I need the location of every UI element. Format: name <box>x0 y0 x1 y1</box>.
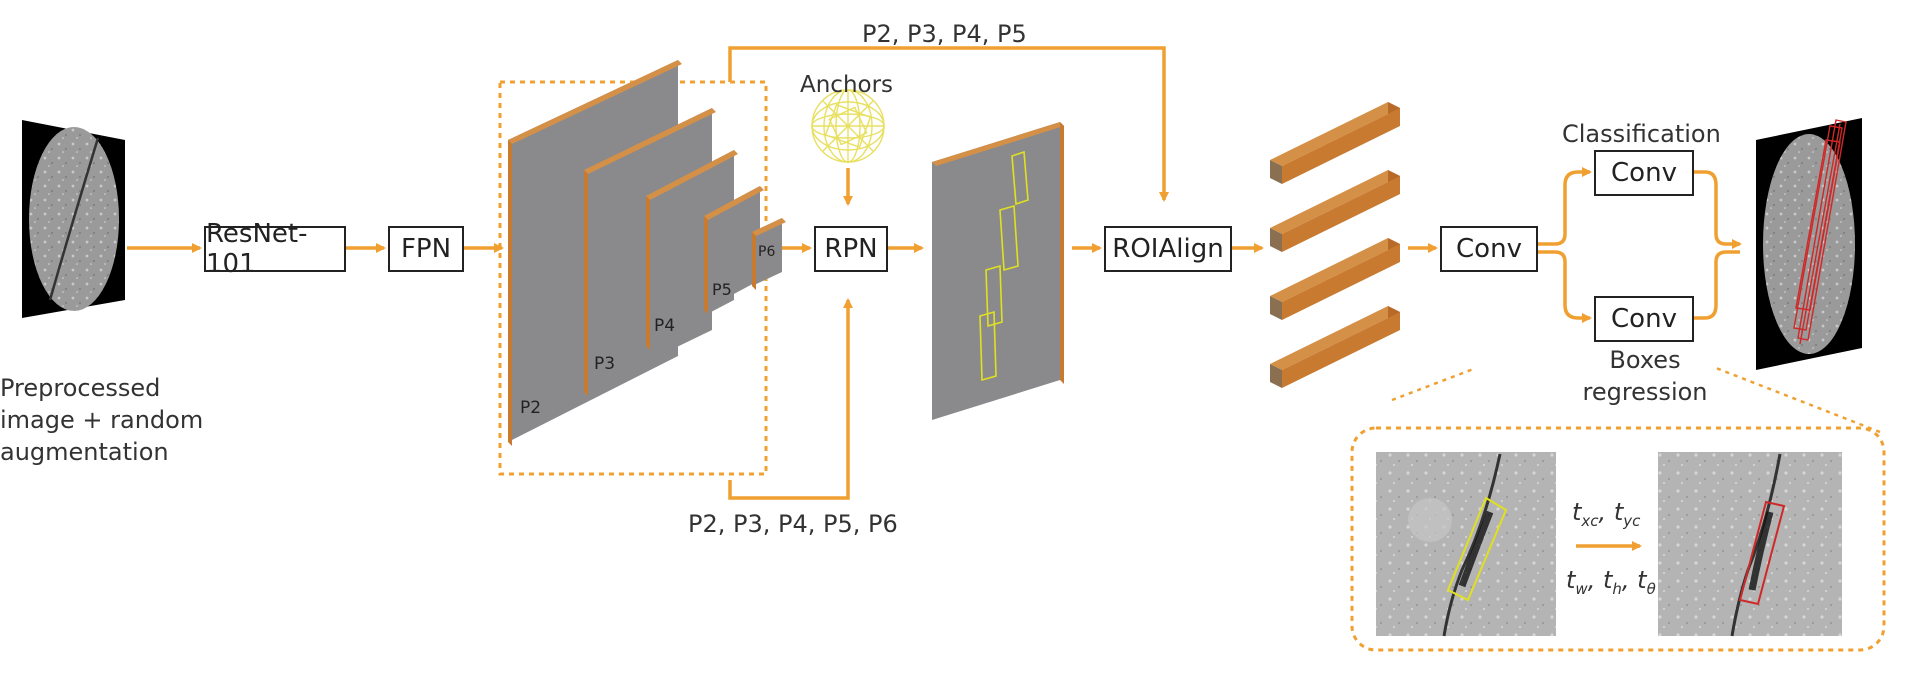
param-t5: t <box>1637 566 1647 594</box>
inset-dashed-frame <box>1350 426 1886 652</box>
flow-arrows <box>127 46 1742 500</box>
roi-bar-3 <box>1270 238 1400 320</box>
input-caption: Preprocessed image + random augmentation <box>0 372 204 468</box>
resnet-label: ResNet-101 <box>206 219 308 279</box>
regression-inset <box>1350 426 1886 652</box>
feature-map-p5 <box>704 186 764 314</box>
roi-bar-4 <box>1270 306 1400 388</box>
boxes-label-line2: regression <box>1582 378 1708 406</box>
level-label-p2: P2 <box>520 398 542 418</box>
params-top: txc, tyc <box>1572 498 1640 530</box>
rpn-block: RPN <box>814 226 888 272</box>
param-sub-w: w <box>1575 579 1588 598</box>
arrow-cls-output <box>1694 170 1742 249</box>
boxes-regression-label: Boxes regression <box>1570 344 1720 408</box>
proposals-feature-map <box>932 122 1064 420</box>
param-t4: t <box>1602 566 1613 594</box>
param-sep1: , <box>1598 498 1614 526</box>
arrow-to-regression <box>1538 250 1592 323</box>
param-sub-theta: θ <box>1646 579 1656 598</box>
level-label-p5: P5 <box>712 280 732 299</box>
output-ct-image <box>1756 118 1862 370</box>
input-ct-image <box>22 120 125 318</box>
bottom-features-label: P2, P3, P4, P5, P6 <box>688 510 898 538</box>
anchors-sphere-icon <box>811 89 885 163</box>
param-sub-xc: xc <box>1581 511 1599 530</box>
feature-map-p6 <box>752 218 786 290</box>
rpn-label: RPN <box>824 234 878 264</box>
conv-regression-block: Conv <box>1594 296 1694 342</box>
conv-box-label: Conv <box>1611 304 1677 334</box>
detected-red-boxes <box>1793 119 1847 345</box>
inset-after-patch <box>1658 452 1842 637</box>
level-label-p3: P3 <box>594 354 616 374</box>
input-caption-line3: augmentation <box>0 438 169 466</box>
param-sub-h: h <box>1612 579 1622 598</box>
arrow-to-classification <box>1538 167 1592 246</box>
param-sep2: , <box>1587 566 1603 594</box>
roi-bar-1 <box>1270 102 1400 184</box>
params-bottom: tw, th, tθ <box>1566 566 1656 598</box>
proposal-boxes <box>979 150 1029 382</box>
top-features-label: P2, P3, P4, P5 <box>862 20 1027 48</box>
roi-feature-bars <box>1270 102 1400 388</box>
resnet-block: ResNet-101 <box>204 219 346 279</box>
conv-main-block: Conv <box>1440 226 1538 272</box>
zoom-connectors <box>1391 366 1881 434</box>
boxes-label-line1: Boxes <box>1609 346 1681 374</box>
fpn-label: FPN <box>400 234 452 264</box>
input-caption-line2: image + random <box>0 406 204 434</box>
roi-bar-2 <box>1270 170 1400 252</box>
arrow-top-features <box>728 46 1169 202</box>
input-caption-line1: Preprocessed <box>0 374 161 402</box>
conv-classification-block: Conv <box>1594 150 1694 196</box>
level-label-p6: P6 <box>758 244 776 260</box>
conv-main-label: Conv <box>1456 234 1522 264</box>
arrow-box-output <box>1694 250 1740 320</box>
anchors-label: Anchors <box>800 72 894 98</box>
param-sub-yc: yc <box>1623 511 1641 530</box>
fpn-block: FPN <box>388 226 464 272</box>
conv-cls-label: Conv <box>1611 158 1677 188</box>
param-t1: t <box>1572 498 1582 526</box>
param-sep3: , <box>1621 566 1638 594</box>
feature-pyramid <box>498 60 786 476</box>
arrow-bottom-features <box>728 298 853 500</box>
inset-before-patch <box>1376 452 1556 637</box>
roialign-label: ROIAlign <box>1112 234 1224 264</box>
param-t3: t <box>1566 566 1576 594</box>
classification-label: Classification <box>1562 120 1721 148</box>
level-label-p4: P4 <box>654 316 676 336</box>
param-t2: t <box>1613 498 1624 526</box>
roialign-block: ROIAlign <box>1104 226 1232 272</box>
